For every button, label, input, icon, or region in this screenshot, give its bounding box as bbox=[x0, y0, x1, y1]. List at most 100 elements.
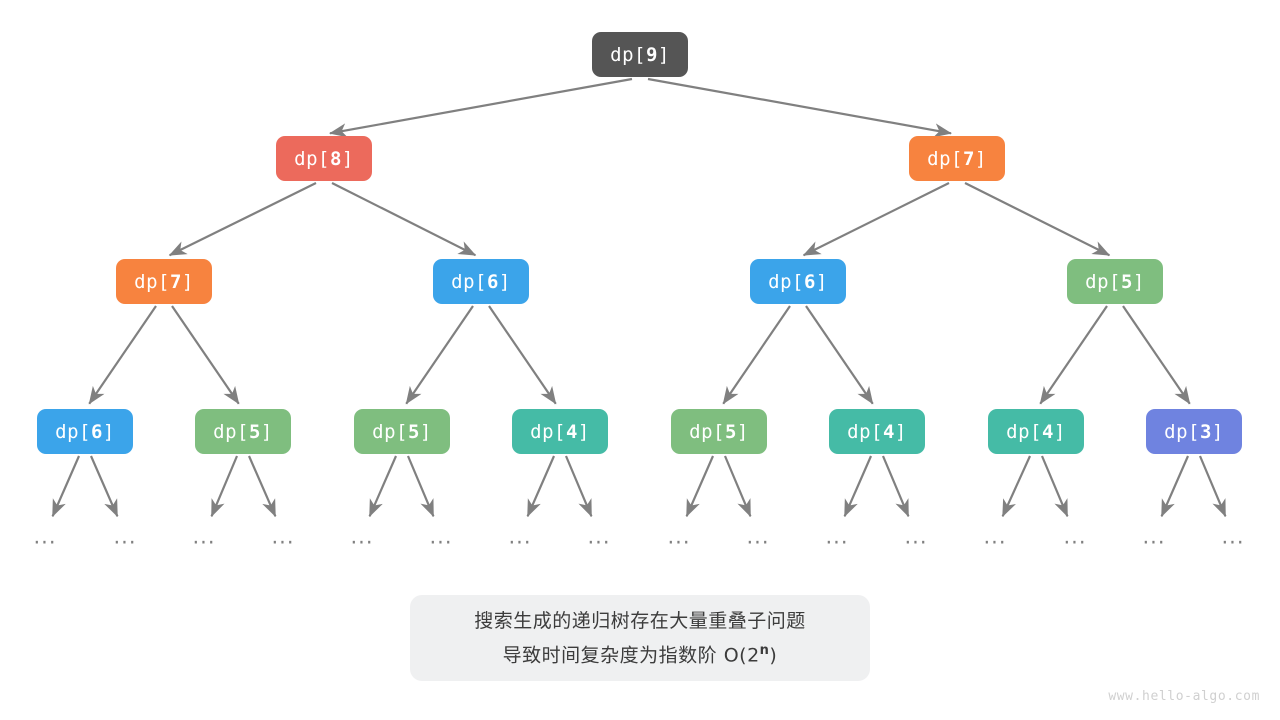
node-label-suffix: ] bbox=[341, 147, 354, 170]
edge-leaf-6-right bbox=[1040, 455, 1069, 518]
node-label-prefix: dp[ bbox=[927, 147, 963, 170]
caption-line-2: 导致时间复杂度为指数阶 O(2n) bbox=[503, 636, 778, 670]
edge-leaf-7-right bbox=[1198, 455, 1227, 518]
node-label-suffix: ] bbox=[577, 420, 590, 443]
node-label-suffix: ] bbox=[1053, 420, 1066, 443]
node-label-value: 6 bbox=[90, 420, 103, 443]
ellipsis-marker-6: ... bbox=[508, 524, 532, 549]
caption-line-2-text: 导致时间复杂度为指数阶 O(2 bbox=[502, 644, 760, 667]
ellipsis-marker-7: ... bbox=[587, 524, 611, 549]
ellipsis-marker-13: ... bbox=[1063, 524, 1087, 549]
tree-node-level-4-3: dp[4] bbox=[512, 409, 608, 454]
edge-2-3-left bbox=[1039, 305, 1108, 405]
edge-leaf-5-left bbox=[843, 455, 873, 518]
ellipsis-marker-14: ... bbox=[1142, 524, 1166, 549]
node-label-value: 7 bbox=[169, 270, 182, 293]
node-label-value: 8 bbox=[329, 147, 342, 170]
node-label-prefix: dp[ bbox=[213, 420, 249, 443]
edge-leaf-5-right bbox=[881, 455, 910, 518]
node-label-prefix: dp[ bbox=[134, 270, 170, 293]
node-label-value: 4 bbox=[882, 420, 895, 443]
edge-leaf-7-left bbox=[1160, 455, 1190, 518]
edge-leaf-0-left bbox=[51, 455, 81, 518]
node-label-prefix: dp[ bbox=[610, 43, 646, 66]
ellipsis-marker-0: ... bbox=[33, 524, 57, 549]
ellipsis-marker-2: ... bbox=[192, 524, 216, 549]
edge-2-2-right bbox=[805, 305, 874, 405]
ellipsis-marker-8: ... bbox=[667, 524, 691, 549]
tree-node-level-3-0: dp[7] bbox=[116, 259, 212, 304]
ellipsis-marker-11: ... bbox=[904, 524, 928, 549]
edge-2-3-right bbox=[1122, 305, 1191, 405]
node-label-suffix: ] bbox=[102, 420, 115, 443]
node-label-value: 6 bbox=[486, 270, 499, 293]
node-label-prefix: dp[ bbox=[372, 420, 408, 443]
tree-node-level-3-1: dp[6] bbox=[433, 259, 529, 304]
edge-leaf-2-right bbox=[406, 455, 435, 518]
edge-2-2-left bbox=[722, 305, 791, 405]
node-label-value: 5 bbox=[407, 420, 420, 443]
edge-leaf-6-left bbox=[1001, 455, 1032, 518]
tree-node-level-1-0: dp[9] bbox=[592, 32, 688, 77]
node-label-suffix: ] bbox=[974, 147, 987, 170]
node-label-prefix: dp[ bbox=[294, 147, 330, 170]
ellipsis-marker-15: ... bbox=[1221, 524, 1245, 549]
edge-leaf-3-right bbox=[564, 455, 593, 518]
edge-2-0-right bbox=[171, 305, 240, 405]
edge-2-0-left bbox=[88, 305, 157, 405]
edge-leaf-4-right bbox=[723, 455, 752, 518]
tree-node-level-4-7: dp[3] bbox=[1146, 409, 1242, 454]
ellipsis-marker-9: ... bbox=[746, 524, 770, 549]
node-label-prefix: dp[ bbox=[768, 270, 804, 293]
node-label-suffix: ] bbox=[815, 270, 828, 293]
ellipsis-marker-12: ... bbox=[983, 524, 1007, 549]
caption-exponent: n bbox=[759, 642, 770, 658]
tree-node-level-4-2: dp[5] bbox=[354, 409, 450, 454]
edge-0-0-right bbox=[647, 77, 952, 138]
ellipsis-marker-5: ... bbox=[429, 524, 453, 549]
node-label-prefix: dp[ bbox=[530, 420, 566, 443]
node-label-value: 6 bbox=[803, 270, 816, 293]
node-label-suffix: ] bbox=[498, 270, 511, 293]
caption-box: 搜索生成的递归树存在大量重叠子问题 导致时间复杂度为指数阶 O(2n) bbox=[410, 595, 870, 681]
tree-node-level-2-0: dp[8] bbox=[276, 136, 372, 181]
caption-line-1: 搜索生成的递归树存在大量重叠子问题 bbox=[474, 609, 806, 632]
tree-node-level-2-1: dp[7] bbox=[909, 136, 1005, 181]
ellipsis-marker-3: ... bbox=[271, 524, 295, 549]
node-label-prefix: dp[ bbox=[1006, 420, 1042, 443]
edge-2-1-right bbox=[488, 305, 557, 405]
node-label-value: 7 bbox=[962, 147, 975, 170]
node-label-suffix: ] bbox=[419, 420, 432, 443]
node-label-prefix: dp[ bbox=[1085, 270, 1121, 293]
node-label-value: 9 bbox=[645, 43, 658, 66]
caption-line-2-close: ) bbox=[769, 644, 778, 667]
node-label-suffix: ] bbox=[1211, 420, 1224, 443]
edge-1-0-right bbox=[331, 182, 477, 257]
tree-node-level-4-4: dp[5] bbox=[671, 409, 767, 454]
node-label-value: 5 bbox=[1120, 270, 1133, 293]
watermark: www.hello-algo.com bbox=[1108, 689, 1260, 704]
node-label-prefix: dp[ bbox=[847, 420, 883, 443]
node-label-value: 4 bbox=[565, 420, 578, 443]
edge-1-1-left bbox=[802, 182, 950, 257]
edge-0-0-left bbox=[329, 77, 633, 138]
node-label-prefix: dp[ bbox=[689, 420, 725, 443]
edge-leaf-2-left bbox=[368, 455, 398, 518]
node-label-prefix: dp[ bbox=[55, 420, 91, 443]
ellipsis-marker-1: ... bbox=[113, 524, 137, 549]
edge-leaf-1-left bbox=[210, 455, 239, 518]
node-label-prefix: dp[ bbox=[1164, 420, 1200, 443]
node-label-suffix: ] bbox=[894, 420, 907, 443]
node-label-value: 5 bbox=[248, 420, 261, 443]
node-label-suffix: ] bbox=[181, 270, 194, 293]
tree-node-level-4-6: dp[4] bbox=[988, 409, 1084, 454]
node-label-value: 5 bbox=[724, 420, 737, 443]
node-label-prefix: dp[ bbox=[451, 270, 487, 293]
edge-2-1-left bbox=[405, 305, 474, 405]
edge-leaf-0-right bbox=[89, 455, 119, 518]
tree-node-level-4-5: dp[4] bbox=[829, 409, 925, 454]
node-label-value: 3 bbox=[1199, 420, 1212, 443]
edge-leaf-4-left bbox=[685, 455, 715, 518]
